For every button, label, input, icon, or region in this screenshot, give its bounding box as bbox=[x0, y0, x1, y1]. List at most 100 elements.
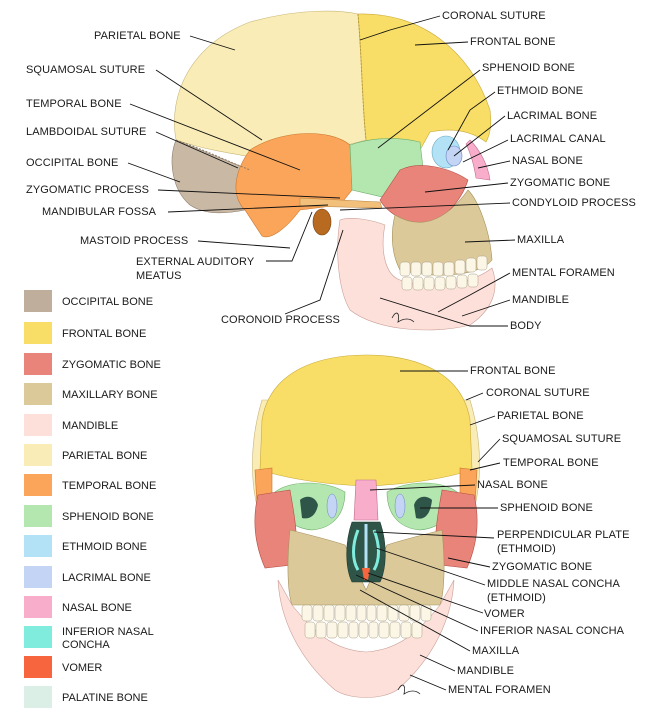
label-frontal-middle-nasal-concha-ethmoid: (ETHMOID) bbox=[487, 592, 546, 604]
legend-label: NASAL BONE bbox=[62, 602, 132, 614]
legend-swatch bbox=[24, 656, 52, 678]
label-lateral-parietal-bone: PARIETAL BONE bbox=[94, 30, 181, 42]
label-lateral-condyloid-process: CONDYLOID PROCESS bbox=[512, 197, 636, 209]
lateral-auditory-meatus bbox=[312, 208, 332, 236]
label-lateral-mandible: MANDIBLE bbox=[512, 294, 570, 306]
legend-item: VOMER bbox=[24, 656, 224, 680]
legend-item: OCCIPITAL BONE bbox=[24, 290, 224, 314]
label-frontal-coronal-suture: CORONAL SUTURE bbox=[486, 387, 590, 399]
label-frontal-parietal-bone: PARIETAL BONE bbox=[497, 410, 584, 422]
label-lateral-zygomatic-process: ZYGOMATIC PROCESS bbox=[26, 184, 150, 196]
label-frontal-maxilla: MAXILLA bbox=[472, 645, 520, 657]
legend-label: PALATINE BONE bbox=[62, 692, 148, 704]
legend-item: LACRIMAL BONE bbox=[24, 566, 224, 590]
legend-item: MANDIBLE bbox=[24, 414, 224, 438]
label-lateral-body: BODY bbox=[510, 320, 542, 332]
label-lateral-occipital-bone: OCCIPITAL BONE bbox=[26, 157, 119, 169]
label-lateral-external-auditory: EXTERNAL AUDITORY bbox=[136, 256, 255, 268]
label-lateral-mastoid-process: MASTOID PROCESS bbox=[80, 235, 189, 247]
legend-swatch bbox=[24, 444, 52, 466]
frontal-skull bbox=[252, 354, 480, 698]
legend-swatch bbox=[24, 566, 52, 588]
legend-swatch bbox=[24, 505, 52, 527]
legend-label: OCCIPITAL BONE bbox=[62, 296, 154, 308]
legend-item: PALATINE BONE bbox=[24, 686, 224, 710]
label-lateral-maxilla: MAXILLA bbox=[517, 234, 565, 246]
legend-label: MANDIBLE bbox=[62, 420, 119, 432]
label-lateral-squamosal-suture: SQUAMOSAL SUTURE bbox=[26, 64, 146, 76]
legend-label: ZYGOMATIC BONE bbox=[62, 359, 161, 371]
label-lateral-mandibular-fossa: MANDIBULAR FOSSA bbox=[42, 206, 157, 218]
legend-swatch bbox=[24, 626, 52, 648]
label-frontal-middle-nasal-concha: MIDDLE NASAL CONCHA bbox=[487, 578, 620, 590]
lateral-skull bbox=[171, 10, 496, 331]
lateral-occipital-bone bbox=[171, 139, 251, 214]
label-frontal-perpendicular-plate-ethmoid: (ETHMOID) bbox=[497, 543, 556, 555]
leader-lines bbox=[127, 15, 516, 691]
label-frontal-frontal-bone: FRONTAL BONE bbox=[470, 365, 556, 377]
lateral-teeth bbox=[399, 255, 488, 291]
lateral-frontal-bone bbox=[357, 13, 492, 151]
label-lateral-sphenoid-bone: SPHENOID BONE bbox=[482, 62, 575, 74]
label-lateral-nasal-bone: NASAL BONE bbox=[512, 155, 583, 167]
label-frontal-sphenoid-bone: SPHENOID BONE bbox=[500, 502, 593, 514]
legend-swatch bbox=[24, 383, 52, 405]
frontal-frontal-bone bbox=[259, 354, 473, 487]
legend-swatch bbox=[24, 353, 52, 375]
legend-swatch bbox=[24, 290, 52, 312]
label-lateral-mental-foramen: MENTAL FORAMEN bbox=[512, 267, 615, 279]
legend-swatch bbox=[24, 322, 52, 344]
label-frontal-inferior-nasal-concha: INFERIOR NASAL CONCHA bbox=[480, 625, 625, 637]
legend-label: FRONTAL BONE bbox=[62, 328, 147, 340]
label-frontal-mental-foramen: MENTAL FORAMEN bbox=[448, 684, 551, 696]
legend-item: ETHMOID BONE bbox=[24, 535, 224, 559]
lateral-temporal-bone bbox=[235, 133, 353, 238]
legend-item: MAXILLARY BONE bbox=[24, 383, 224, 407]
frontal-teeth bbox=[301, 604, 432, 639]
legend-swatch bbox=[24, 596, 52, 618]
lateral-maxilla bbox=[391, 189, 493, 276]
legend-label: SPHENOID BONE bbox=[62, 511, 154, 523]
label-frontal-nasal-bone: NASAL BONE bbox=[477, 479, 548, 491]
label-lateral-frontal-bone: FRONTAL BONE bbox=[470, 36, 556, 48]
legend-item: ZYGOMATIC BONE bbox=[24, 353, 224, 377]
label-frontal-vomer: VOMER bbox=[484, 608, 525, 620]
frontal-nasal-bone bbox=[353, 479, 379, 521]
label-lateral-lacrimal-canal: LACRIMAL CANAL bbox=[510, 133, 606, 145]
legend-swatch bbox=[24, 474, 52, 496]
legend-label: LACRIMAL BONE bbox=[62, 572, 151, 584]
legend-label: ETHMOID BONE bbox=[62, 541, 147, 553]
legend-item: NASAL BONE bbox=[24, 596, 224, 620]
legend-item: TEMPORAL BONE bbox=[24, 474, 224, 498]
label-lateral-lacrimal-bone: LACRIMAL BONE bbox=[507, 110, 598, 122]
legend-swatch bbox=[24, 414, 52, 436]
legend-label: TEMPORAL BONE bbox=[62, 480, 157, 492]
legend-item: INFERIOR NASAL CONCHA bbox=[24, 626, 224, 656]
label-lateral-coronoid-process: CORONOID PROCESS bbox=[221, 314, 340, 326]
legend-swatch bbox=[24, 535, 52, 557]
label-lateral-lambdoidal-suture: LAMBDOIDAL SUTURE bbox=[26, 126, 147, 138]
label-frontal-temporal-bone: TEMPORAL BONE bbox=[503, 457, 599, 469]
label-lateral-meatus: MEATUS bbox=[136, 270, 182, 282]
lateral-mandible bbox=[337, 218, 496, 331]
label-frontal-perpendicular-plate: PERPENDICULAR PLATE bbox=[497, 529, 630, 541]
label-lateral-ethmoid-bone: ETHMOID BONE bbox=[497, 85, 584, 97]
label-lateral-temporal-bone: TEMPORAL BONE bbox=[26, 98, 122, 110]
legend-label: INFERIOR NASAL bbox=[62, 626, 154, 638]
legend-swatch bbox=[24, 686, 52, 708]
legend-label-line2: CONCHA bbox=[62, 639, 110, 651]
label-lateral-zygomatic-bone: ZYGOMATIC BONE bbox=[510, 177, 611, 189]
legend-label: PARIETAL BONE bbox=[62, 450, 148, 462]
legend-item: FRONTAL BONE bbox=[24, 322, 224, 346]
label-frontal-zygomatic-bone: ZYGOMATIC BONE bbox=[492, 561, 593, 573]
legend-item: PARIETAL BONE bbox=[24, 444, 224, 468]
lateral-nasal-bone bbox=[465, 139, 491, 181]
legend-item: SPHENOID BONE bbox=[24, 505, 224, 529]
legend-label: MAXILLARY BONE bbox=[62, 389, 158, 401]
label-frontal-mandible: MANDIBLE bbox=[457, 665, 515, 677]
label-lateral-coronal-suture: CORONAL SUTURE bbox=[442, 10, 546, 22]
label-frontal-squamosal-suture: SQUAMOSAL SUTURE bbox=[502, 433, 622, 445]
legend-label: VOMER bbox=[62, 662, 103, 674]
